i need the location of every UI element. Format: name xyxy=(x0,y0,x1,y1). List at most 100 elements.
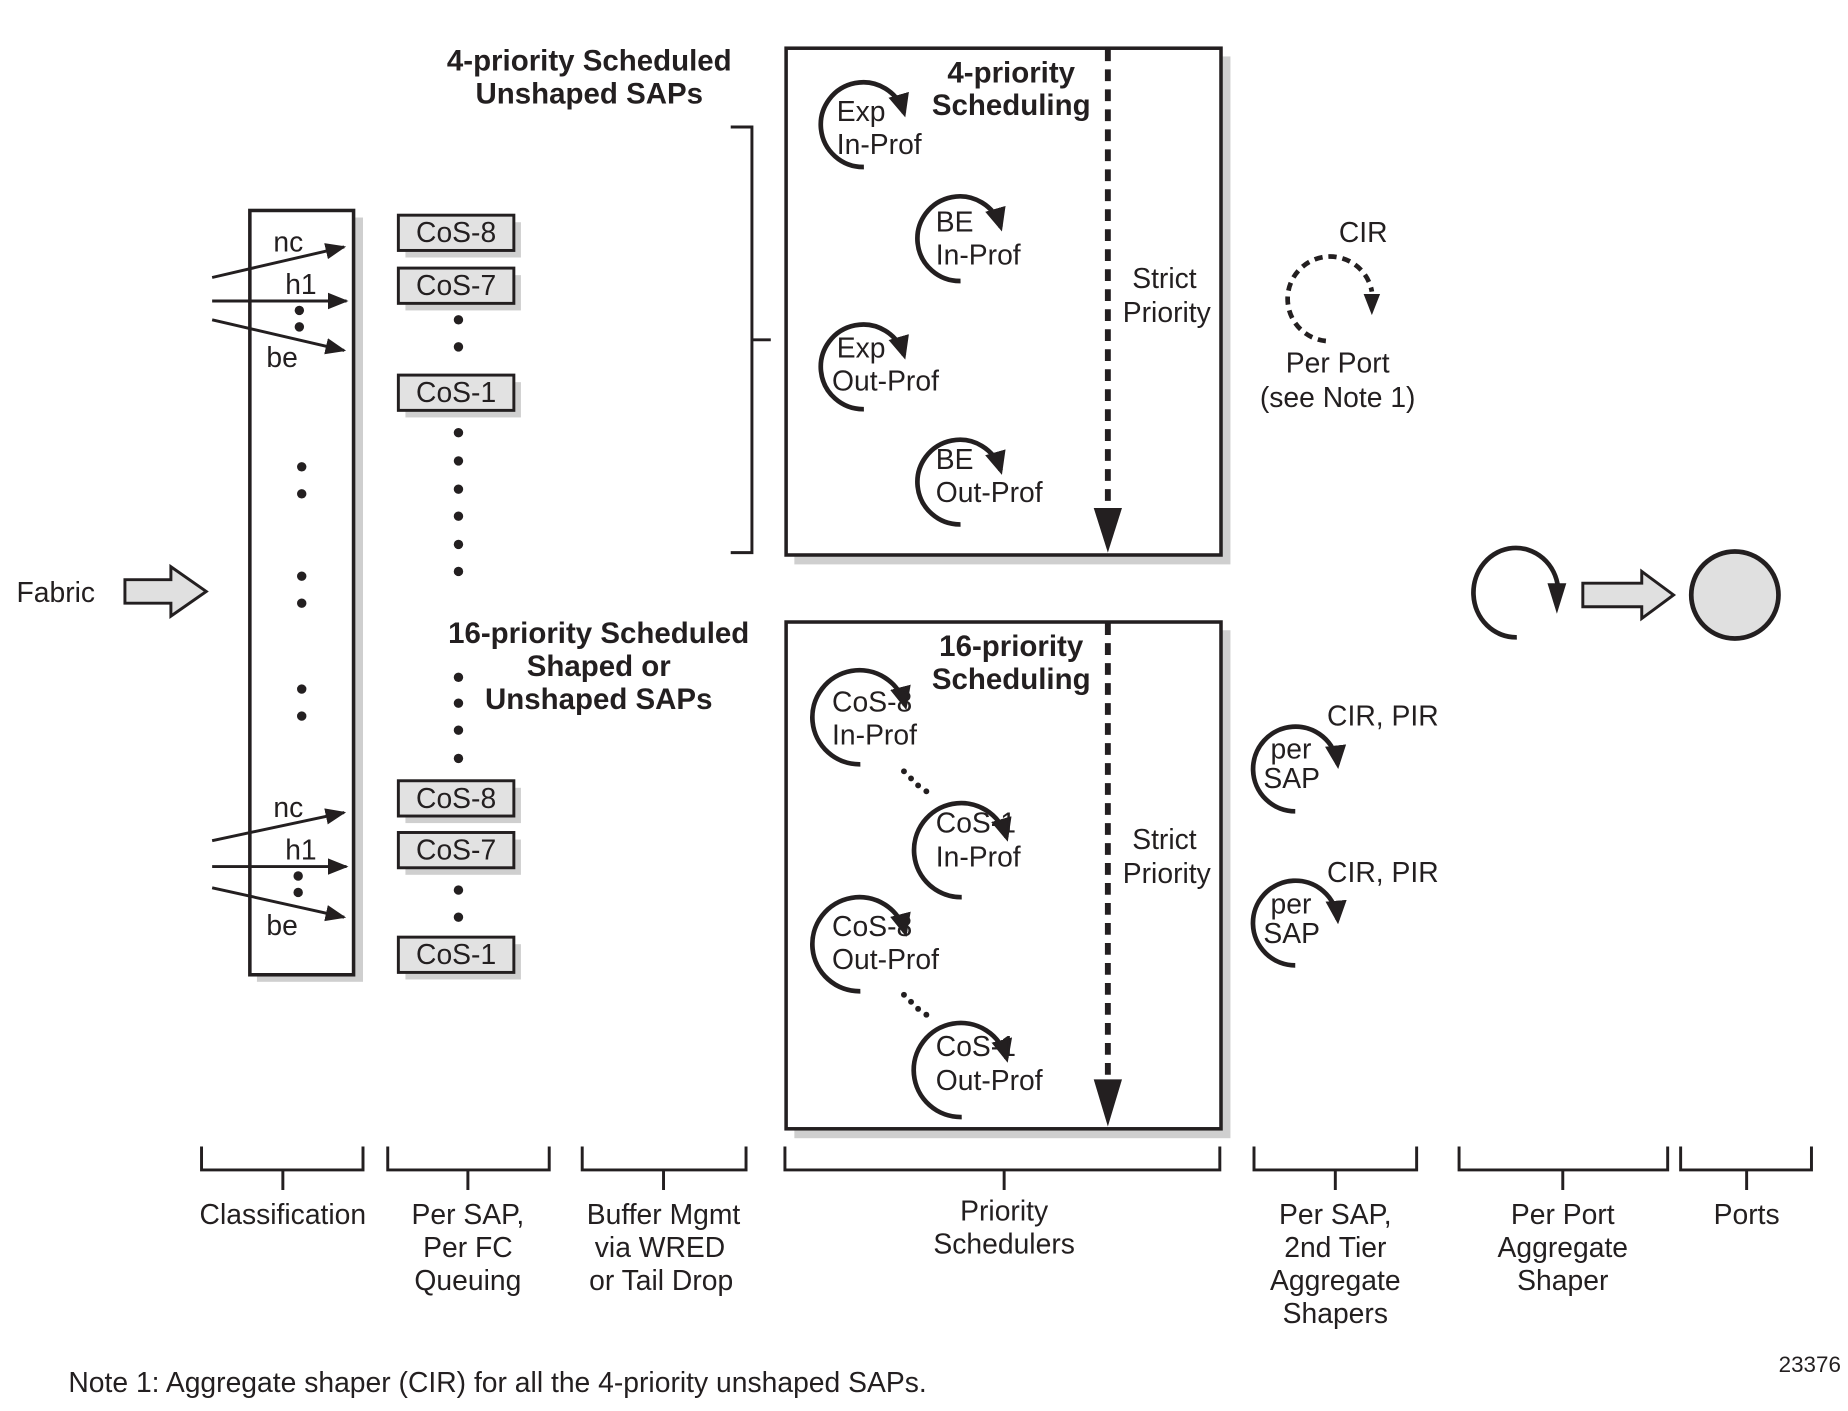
fabric-label: Fabric xyxy=(17,576,96,608)
scheduler-item: CoS-8 Out-Prof xyxy=(810,894,939,994)
queue-cos7 xyxy=(396,266,516,305)
round-robin-icon xyxy=(818,322,909,412)
stage-label-sap-shapers: Aggregate xyxy=(1270,1264,1401,1296)
queue-group-lower: CoS-8 CoS-7 CoS-1 xyxy=(396,779,521,980)
stage-label-sap-shapers: Shapers xyxy=(1283,1297,1388,1329)
round-robin-icon xyxy=(915,437,1006,527)
per-sap-label: SAP xyxy=(1263,762,1320,794)
round-robin-icon xyxy=(810,894,911,994)
per-sap-label: per xyxy=(1271,888,1312,920)
group-bracket xyxy=(730,125,771,555)
strict-priority-arrowhead-icon xyxy=(1093,507,1122,553)
item-label: Out-Prof xyxy=(832,364,939,396)
arrow-be xyxy=(211,886,347,922)
stage-labels: Classification Per SAP, Per FC Queuing B… xyxy=(200,1195,1780,1329)
stage-label-port-shaper: Aggregate xyxy=(1498,1231,1629,1263)
item-label: CoS-8 xyxy=(832,910,912,942)
figure-id: 23376 xyxy=(1779,1352,1841,1377)
port-icon xyxy=(1688,549,1781,641)
scheduler-item: BE Out-Prof xyxy=(915,437,1043,527)
per-port-cir-shaper: CIR Per Port (see Note 1) xyxy=(1260,216,1416,413)
group-title-4p-line2: Unshaped SAPs xyxy=(476,78,704,111)
round-robin-icon xyxy=(911,1020,1013,1120)
arrow-nc xyxy=(211,243,347,279)
ellipsis-dot xyxy=(294,322,305,332)
scheduler-4-priority: 4-priority Scheduling Strict Priority Ex… xyxy=(784,46,1231,565)
dashed-shaper-icon xyxy=(1285,254,1375,344)
item-label: Out-Prof xyxy=(936,1064,1043,1096)
round-robin-icon xyxy=(915,194,1006,284)
queue-cos1 xyxy=(396,373,516,412)
queue-group-upper: CoS-8 CoS-7 CoS-1 xyxy=(396,213,521,418)
strict-label: Priority xyxy=(1123,857,1212,889)
scheduler-title: 4-priority xyxy=(947,56,1075,89)
group-title-4p-line1: 4-priority Scheduled xyxy=(447,45,732,78)
queue-label: CoS-7 xyxy=(416,269,496,301)
queue-cos8 xyxy=(396,779,516,818)
strict-label: Strict xyxy=(1132,823,1197,855)
stage-brackets xyxy=(200,1146,1813,1190)
shaper-icon xyxy=(1250,724,1347,814)
stage-label-queuing: Per SAP, xyxy=(412,1198,525,1230)
round-robin-icon xyxy=(810,667,911,767)
per-sap-shaper: CIR, PIR per SAP xyxy=(1250,856,1439,968)
rate-label: CIR, PIR xyxy=(1327,856,1439,888)
stage-label-buffer: or Tail Drop xyxy=(589,1264,733,1296)
round-robin-icon xyxy=(911,800,1012,900)
class-label-h1: h1 xyxy=(285,268,316,300)
queue-cos1 xyxy=(396,935,516,974)
item-label: Exp xyxy=(837,331,886,363)
scheduler-title: 16-priority xyxy=(939,630,1084,663)
queue-label: CoS-8 xyxy=(416,782,496,814)
per-sap-shaper: CIR, PIR per SAP xyxy=(1250,700,1439,814)
shaper-icon xyxy=(1250,878,1347,968)
scheduler-title: Scheduling xyxy=(932,663,1091,696)
item-label: In-Prof xyxy=(936,239,1021,271)
footnote: Note 1: Aggregate shaper (CIR) for all t… xyxy=(68,1366,926,1398)
per-sap-label: SAP xyxy=(1263,917,1320,949)
ellipsis-dot xyxy=(294,305,305,316)
strict-label: Strict xyxy=(1132,262,1197,294)
class-label-be: be xyxy=(266,909,297,941)
scheduler-title: Scheduling xyxy=(932,89,1091,122)
arrow-nc xyxy=(211,808,347,843)
output-arrow-icon xyxy=(1581,568,1677,622)
per-sap-label: per xyxy=(1271,732,1312,764)
stage-label-sap-shapers: 2nd Tier xyxy=(1284,1231,1386,1263)
item-label: CoS-1 xyxy=(936,807,1016,839)
item-label: BE xyxy=(936,443,974,475)
stage-label-classification: Classification xyxy=(200,1198,367,1230)
ellipsis-dot xyxy=(293,887,303,898)
arrow-be xyxy=(211,318,347,355)
group-title-16p-line1: 16-priority Scheduled xyxy=(448,617,749,650)
item-label: Exp xyxy=(837,95,886,127)
item-label: In-Prof xyxy=(832,718,917,750)
stage-label-queuing: Queuing xyxy=(414,1264,521,1296)
arrowhead-icon xyxy=(1363,293,1381,316)
item-label: In-Prof xyxy=(837,128,922,160)
class-label-be: be xyxy=(266,341,297,373)
classification-box xyxy=(248,208,356,977)
item-label: CoS-8 xyxy=(832,685,912,717)
queue-ellipsis xyxy=(453,428,464,764)
stage-label-buffer: Buffer Mgmt xyxy=(587,1198,741,1230)
queue-label: CoS-8 xyxy=(416,216,496,248)
queue-cos7 xyxy=(396,831,516,870)
per-port-note-label: (see Note 1) xyxy=(1260,381,1416,413)
scheduler-item: CoS-1 In-Prof xyxy=(911,800,1021,900)
class-label-nc: nc xyxy=(273,791,303,823)
port-aggregate-shaper-icon xyxy=(1471,545,1561,640)
queue-label: CoS-7 xyxy=(416,834,496,866)
stage-label-schedulers: Priority xyxy=(960,1195,1049,1227)
stage-label-queuing: Per FC xyxy=(423,1231,513,1263)
item-label: Out-Prof xyxy=(832,943,939,975)
class-label-nc: nc xyxy=(273,226,303,258)
fabric-arrow-icon xyxy=(123,563,209,619)
rate-label: CIR xyxy=(1339,216,1388,248)
scheduler-item: CoS-1 Out-Prof xyxy=(911,1020,1043,1120)
item-label: Out-Prof xyxy=(936,476,1043,508)
class-label-h1: h1 xyxy=(285,834,316,866)
stage-label-port-shaper: Shaper xyxy=(1517,1264,1608,1296)
stage-label-sap-shapers: Per SAP, xyxy=(1279,1198,1392,1230)
